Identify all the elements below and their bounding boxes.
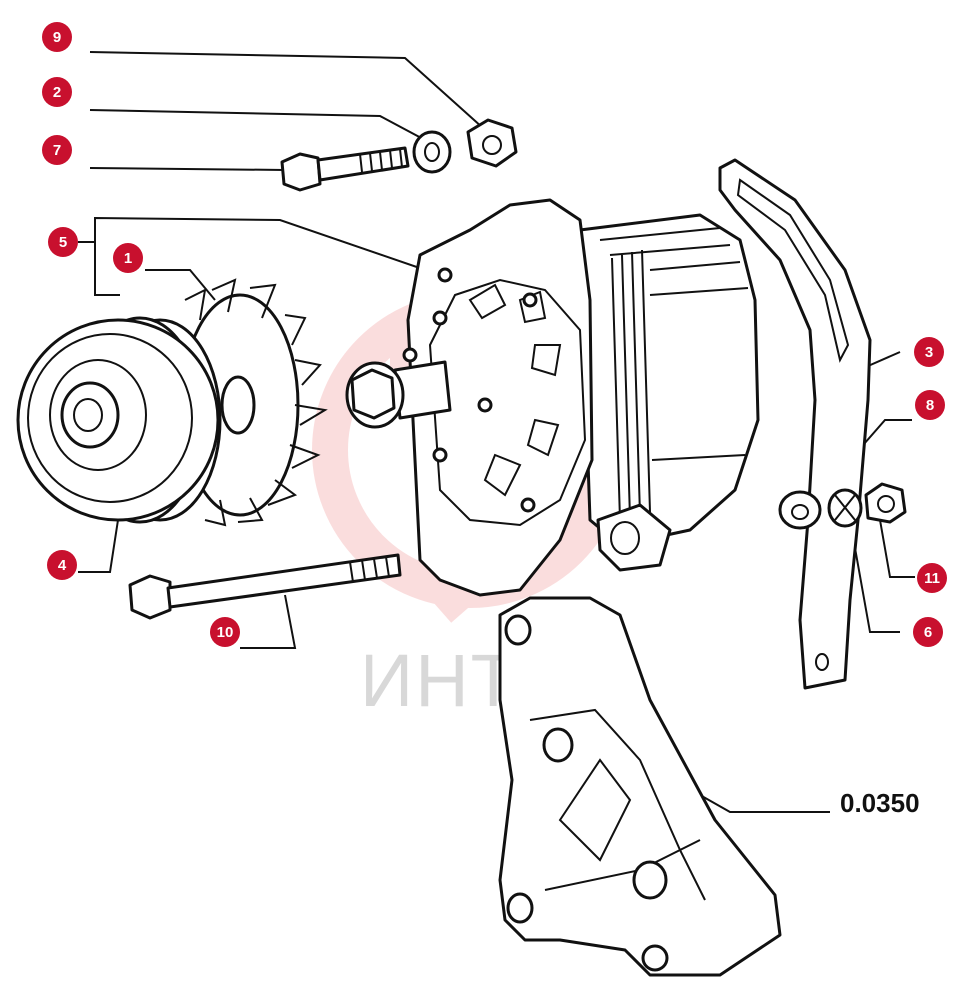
callout-1-label: 1 <box>124 250 132 267</box>
leader-7 <box>89 167 286 171</box>
leader-5b <box>78 241 120 296</box>
callout-3-label: 3 <box>925 344 933 361</box>
reference-number: 0.0350 <box>840 788 920 818</box>
leader-6 <box>849 519 900 633</box>
leader-lines <box>78 51 915 813</box>
leader-4 <box>78 519 119 573</box>
bolt-10 <box>128 553 402 620</box>
mounting-bracket <box>498 596 782 977</box>
callout-3: 3 <box>914 337 944 367</box>
leader-2 <box>89 109 426 141</box>
nut-11 <box>864 482 907 524</box>
leader-1 <box>145 269 216 301</box>
callout-4: 4 <box>47 550 77 580</box>
callout-11-label: 11 <box>924 570 940 587</box>
bolt-7 <box>280 146 410 192</box>
callout-2: 2 <box>42 77 72 107</box>
callout-8: 8 <box>915 390 945 420</box>
callout-5-label: 5 <box>59 234 67 251</box>
callout-10-label: 10 <box>217 624 234 641</box>
leader-10 <box>240 594 297 649</box>
callout-4-label: 4 <box>58 557 67 574</box>
adjusting-arm-3 <box>718 158 872 690</box>
callout-2-label: 2 <box>53 84 61 101</box>
leader-11 <box>879 519 915 578</box>
callout-11: 11 <box>917 563 947 593</box>
leader-ref <box>699 794 830 813</box>
callout-6-label: 6 <box>924 624 932 641</box>
callout-9: 9 <box>42 22 72 52</box>
callout-10: 10 <box>210 617 240 647</box>
callout-7-label: 7 <box>53 142 61 159</box>
callout-9-label: 9 <box>53 29 61 46</box>
pulley-4 <box>16 316 222 524</box>
nut-9 <box>466 118 518 168</box>
callout-1: 1 <box>113 243 143 273</box>
washer-8 <box>778 490 822 530</box>
leader-9 <box>89 51 484 129</box>
callout-7: 7 <box>42 135 72 165</box>
callout-8-label: 8 <box>926 397 934 414</box>
alternator-body <box>345 198 760 597</box>
callout-6: 6 <box>913 617 943 647</box>
lockwasher-6 <box>827 488 863 528</box>
callout-5: 5 <box>48 227 78 257</box>
washer-2 <box>412 130 452 174</box>
